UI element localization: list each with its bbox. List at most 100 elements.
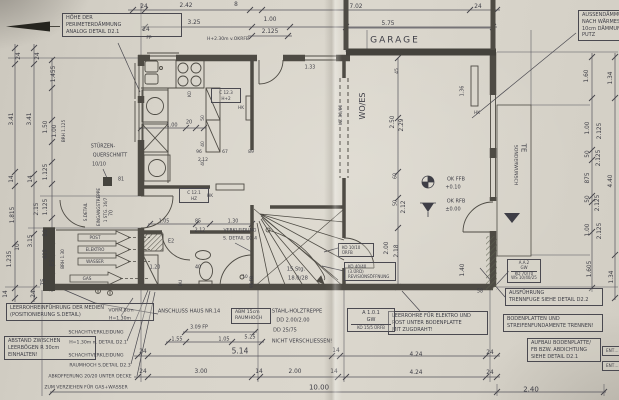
plan-label: SCHACHTVERKLEIDUNG bbox=[68, 353, 124, 359]
plan-label: 2.40 bbox=[523, 385, 539, 394]
note-line: ENT… bbox=[606, 348, 619, 353]
plan-label: WO/ES bbox=[358, 92, 367, 120]
plan-label: 50 bbox=[43, 229, 50, 237]
exterior-wall bbox=[52, 52, 497, 291]
note-line: ÜRFB bbox=[342, 250, 353, 255]
plan-label: 1.30 bbox=[227, 219, 239, 225]
plan-label: 75 bbox=[41, 278, 48, 286]
note-line: KO 10/10 bbox=[342, 245, 361, 250]
note-line: FB BZW. ABDICHTUNG bbox=[531, 346, 588, 353]
plan-label: 14 bbox=[332, 348, 340, 355]
note-line: REVISIONSÖFFNUNG bbox=[348, 274, 390, 279]
plan-label: POST bbox=[89, 234, 101, 240]
plan-label: TE bbox=[519, 143, 528, 153]
plan-label: BRH 1.125 bbox=[60, 119, 66, 143]
plan-label: DD 25/75 bbox=[273, 327, 297, 334]
plan-label: 3.41 bbox=[9, 112, 16, 126]
terrace-door-arc bbox=[462, 201, 494, 233]
porch-column bbox=[103, 177, 112, 186]
plan-label: H=1.30m n. DETAIL D2.1 bbox=[69, 340, 127, 346]
plan-label: 20 bbox=[185, 119, 193, 126]
plan-label: 3.15 bbox=[28, 234, 35, 248]
plan-label: 5.25 bbox=[244, 334, 256, 341]
plan-label: S. DETAIL D2.4 bbox=[222, 236, 258, 242]
washbasin bbox=[195, 250, 211, 260]
plan-label: 1.235 bbox=[7, 250, 14, 268]
plan-label: 14 bbox=[330, 369, 338, 376]
note-line: KO 40/40 bbox=[348, 264, 367, 269]
plan-label: 3.09 FP bbox=[190, 325, 208, 331]
plan-label: 50 bbox=[585, 195, 592, 203]
plan-label: RAUMHOCH S.DETAIL D2.3 bbox=[69, 363, 131, 369]
note-line: ANALOG DETAIL D2.1 bbox=[66, 28, 120, 35]
plan-label: 2.42 bbox=[179, 3, 193, 10]
note-aufbau: AUFBAU BODENPLATTE/ FB BZW. ABDICHTUNG S… bbox=[527, 338, 601, 363]
plan-label: ELEKTRO bbox=[85, 246, 105, 252]
plan-label: 2.125 bbox=[596, 149, 603, 167]
plan-label: 2.125 bbox=[261, 29, 279, 36]
plan-label: 2.12 bbox=[194, 228, 206, 234]
plan-label: 67 bbox=[222, 149, 228, 155]
living-room-elements bbox=[420, 65, 479, 217]
plan-label: 2.00 bbox=[288, 369, 302, 376]
windows bbox=[134, 52, 496, 197]
plan-label: 2.12 bbox=[401, 200, 408, 214]
kitchen-door-arc bbox=[258, 59, 284, 85]
plan-label: 50 bbox=[200, 115, 206, 121]
note-ent1: ENT… bbox=[602, 346, 619, 356]
plan-label: OK RFB bbox=[446, 198, 466, 205]
plan-label: VORM.8cm bbox=[108, 308, 134, 314]
plan-label: 2.12 bbox=[197, 157, 209, 163]
plan-label: 1.34 bbox=[608, 71, 615, 85]
plan-label: 1.60 bbox=[584, 69, 591, 83]
plan-label: 5.75 bbox=[381, 21, 395, 28]
note-c121: C 12.1 HZ bbox=[179, 188, 209, 204]
plan-label: QUERSCHNITT bbox=[92, 153, 128, 159]
note-line: LEERROHRE FÜR ELEKTRO UND bbox=[392, 313, 471, 319]
plan-label: 24 bbox=[139, 369, 147, 376]
plan-label: 85 bbox=[50, 259, 57, 267]
shower bbox=[219, 254, 253, 288]
plan-label: SCHACHTVERKLEIDUNG bbox=[68, 330, 124, 336]
note-line: (POSITIONIERUNG S.DETAIL) bbox=[10, 311, 81, 318]
plan-label: 24 bbox=[140, 4, 148, 11]
note-abm: ABM 15cm RAUMHOCH bbox=[231, 308, 271, 325]
note-aa2: A.A.2 GW KO 70/70 WS 10/40/25 bbox=[507, 259, 541, 284]
plan-label: DU bbox=[177, 279, 183, 287]
note-line: AUFBAU BODENPLATTE/ bbox=[531, 340, 591, 346]
plan-label: 2.125 bbox=[597, 222, 604, 240]
plan-label: SONDERWUNSCH bbox=[512, 144, 518, 186]
plan-label: 1.605 bbox=[587, 260, 594, 278]
note-line: POST UNTER BODENPLATTE bbox=[392, 319, 462, 326]
plan-label: 2.15 bbox=[34, 202, 41, 216]
plan-label: 70 bbox=[109, 209, 115, 217]
plan-label: 1.00 bbox=[585, 223, 592, 237]
plan-label: ZUM VERZIEHEN FÜR GAS+WASSER bbox=[44, 385, 128, 391]
ffb-level-marker bbox=[421, 175, 435, 189]
note-bodenplatten: BODENPLATTEN UND STREIFENFUNDAMENTE TREN… bbox=[503, 314, 603, 332]
plan-label: 1 STG. 16/7 bbox=[102, 197, 108, 223]
plan-label: 1.00 bbox=[52, 124, 59, 138]
plan-label: HK bbox=[207, 192, 213, 198]
plan-label: 3.41 bbox=[27, 112, 34, 126]
plan-label: 2.125 bbox=[597, 122, 604, 140]
stairs bbox=[253, 208, 345, 288]
plan-label: 1.05 bbox=[218, 336, 230, 343]
plan-label: 96 FB bbox=[248, 276, 254, 288]
plan-label: 81 bbox=[117, 177, 125, 183]
note-line: ABM 15cm bbox=[235, 310, 260, 315]
plan-label: 3.00 bbox=[194, 369, 208, 376]
note-line: GW bbox=[520, 264, 528, 270]
plan-label: E2 bbox=[167, 238, 175, 245]
plan-label: KO bbox=[186, 91, 192, 97]
note-ko1010: KO 10/10 ÜRFB bbox=[338, 243, 374, 257]
plan-label: 1.50 bbox=[43, 120, 50, 134]
plan-label: H=1.30m bbox=[108, 316, 132, 322]
plan-label: NICHT VERSCHLIESSEN! bbox=[271, 338, 333, 345]
note-line: TRENNFUGE SIEHE DETAIL D2.2 bbox=[509, 296, 589, 303]
note-line: MIT ZUGDRAHT! bbox=[392, 326, 433, 333]
